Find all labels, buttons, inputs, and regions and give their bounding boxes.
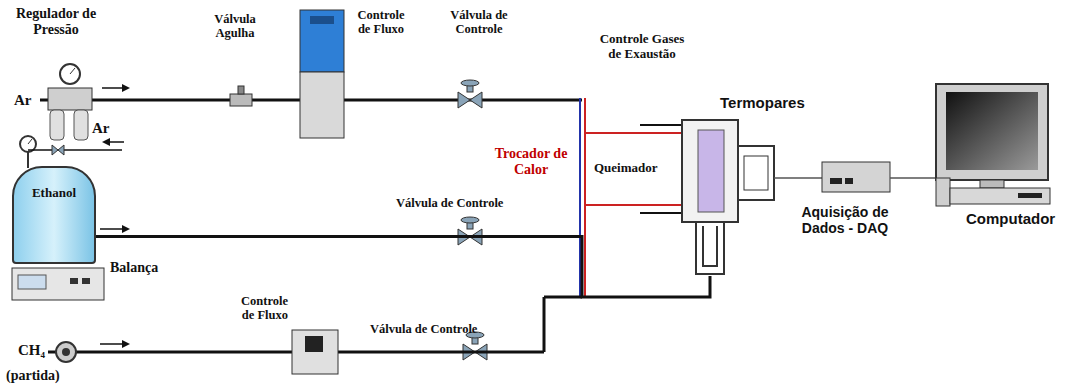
label-text: Trocador de Calor — [486, 146, 576, 178]
label-text: Regulador de Pressão — [6, 6, 106, 38]
label-text: CH₄ — [18, 342, 45, 359]
label-text: Controle de Fluxo — [226, 294, 288, 323]
label-text: Válvula de Controle — [370, 322, 477, 336]
label-text: Válvula de Controle — [438, 8, 520, 37]
label-text: Aquisição de Dados - DAQ — [780, 204, 910, 236]
burner: Queimador — [588, 118, 754, 276]
node-text: Ethanol — [32, 186, 76, 201]
node-text: Queimador — [592, 160, 660, 177]
label-text: Balança — [110, 260, 158, 276]
label-text: Controle Gases de Exaustão — [596, 32, 688, 62]
label-text: Ar — [92, 120, 110, 137]
pipe-connector — [96, 237, 710, 297]
label-text: Termopares — [720, 94, 805, 111]
label-text: Ar — [14, 92, 32, 109]
label-text: Computador — [966, 210, 1055, 227]
label-text: Controle de Fluxo — [350, 8, 412, 37]
label-text: (partida) — [6, 368, 60, 384]
label-text: Válvula Agulha — [196, 12, 274, 41]
pipe-line — [96, 237, 710, 297]
label-text: Válvula de Controle — [396, 196, 503, 210]
ethanol-tank: Ethanol — [12, 166, 96, 264]
